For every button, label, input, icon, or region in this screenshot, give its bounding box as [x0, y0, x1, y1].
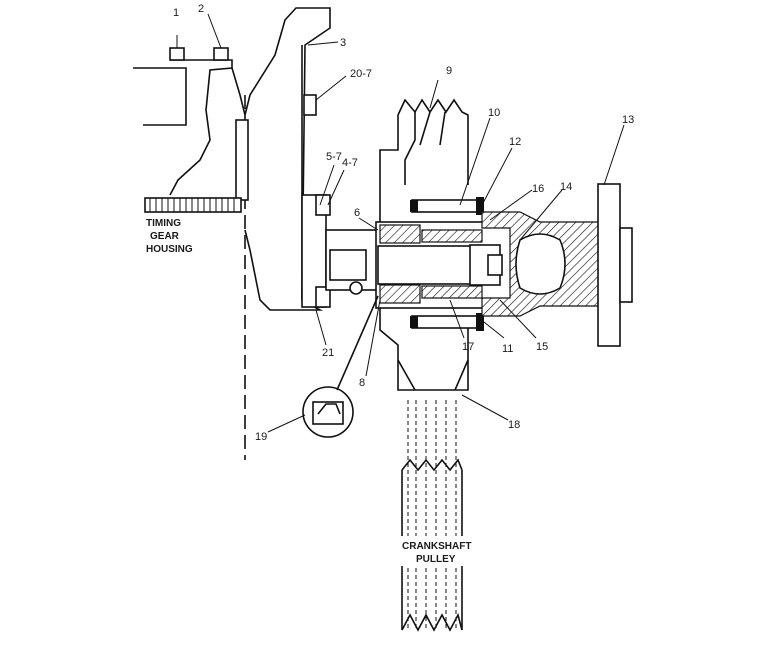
timing-gear-housing [133, 7, 331, 460]
part-19: 19 [255, 431, 267, 443]
damper-hub-section [375, 197, 517, 331]
part-12: 12 [509, 136, 521, 148]
part-8: 8 [359, 377, 365, 389]
part-number-labels: 1 2 3 20-7 9 10 12 13 5-7 4-7 16 14 6 17… [173, 3, 634, 443]
part-15: 15 [536, 341, 548, 353]
part-5-7: 5-7 [326, 151, 342, 163]
shaft-coupling [481, 183, 633, 347]
stud-thread-lines [149, 198, 235, 212]
crankshaft-pulley [379, 98, 469, 632]
timing-label-line1: TIMING [146, 218, 181, 229]
part-3: 3 [340, 37, 346, 49]
timing-gear-housing-label: TIMING GEAR HOUSING [146, 218, 193, 255]
part-4-7: 4-7 [342, 157, 358, 169]
leader-lines [267, 41, 625, 433]
part-2: 2 [198, 3, 204, 15]
part-16: 16 [532, 183, 544, 195]
front-cover-plate [301, 194, 385, 308]
part-14: 14 [560, 181, 572, 193]
seal-detail-callout [302, 295, 379, 438]
part-20-7: 20-7 [350, 68, 372, 80]
crankshaft-pulley-label: CRANKSHAFT PULLEY [400, 536, 471, 566]
pulley-belt-grooves [401, 400, 463, 632]
part-21: 21 [322, 347, 334, 359]
part-1: 1 [173, 7, 179, 19]
timing-label-line3: HOUSING [146, 244, 193, 255]
part-13: 13 [622, 114, 634, 126]
part-11: 11 [502, 343, 513, 355]
part-18: 18 [508, 419, 520, 431]
part-9: 9 [446, 65, 452, 77]
part-6: 6 [354, 207, 360, 219]
part-17: 17 [462, 341, 474, 353]
pulley-label-line1: CRANKSHAFT [402, 541, 471, 552]
pulley-label-line2: PULLEY [416, 554, 456, 565]
part-10: 10 [488, 107, 500, 119]
timing-label-line2: GEAR [150, 231, 180, 242]
